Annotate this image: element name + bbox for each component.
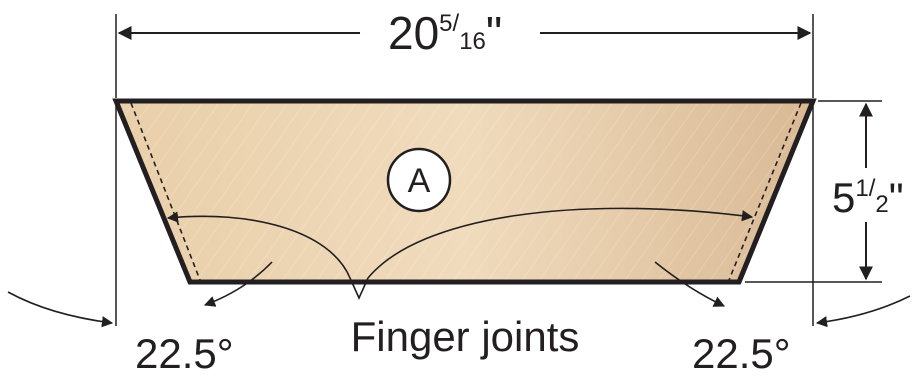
board-outline [112,98,817,285]
width-denominator: 16 [459,28,486,55]
right-angle-indicator: 22.5° [654,103,911,377]
part-label-circle [386,147,452,213]
right-joint-dashed-line [728,102,802,281]
right-angle-arc-upper [654,261,726,307]
left-angle-indicator: 22.5° [7,103,273,377]
height-unit: " [889,174,904,221]
width-fraction-slash: / [453,10,460,37]
right-angle-label: 22.5° [692,330,791,376]
height-denominator: 2 [875,191,888,218]
height-numerator: 1 [855,175,868,202]
width-dimension: 205/16" [115,7,814,98]
callout-text: Finger joints [351,313,580,360]
part-label-marker: A [386,147,452,213]
height-dimension-label: 51/2" [832,174,904,221]
height-fraction-slash: / [869,175,876,202]
part-label-text: A [408,162,431,200]
width-unit: " [486,7,502,59]
finger-joints-callout: Finger joints [166,207,754,360]
right-angle-arc [815,295,911,328]
left-angle-arc-upper [203,261,273,307]
left-angle-arc [7,291,114,328]
callout-leader-right [367,207,754,279]
board-part-a [112,98,817,285]
left-angle-label: 22.5° [135,330,234,376]
board-grain [116,101,813,282]
width-whole: 20 [388,7,439,59]
width-dimension-label: 205/16" [388,7,502,59]
callout-leader-left [166,211,351,279]
callout-leader-joint [349,277,369,300]
width-numerator: 5 [439,10,452,37]
left-joint-dashed-line [130,102,201,281]
height-whole: 5 [832,174,855,221]
